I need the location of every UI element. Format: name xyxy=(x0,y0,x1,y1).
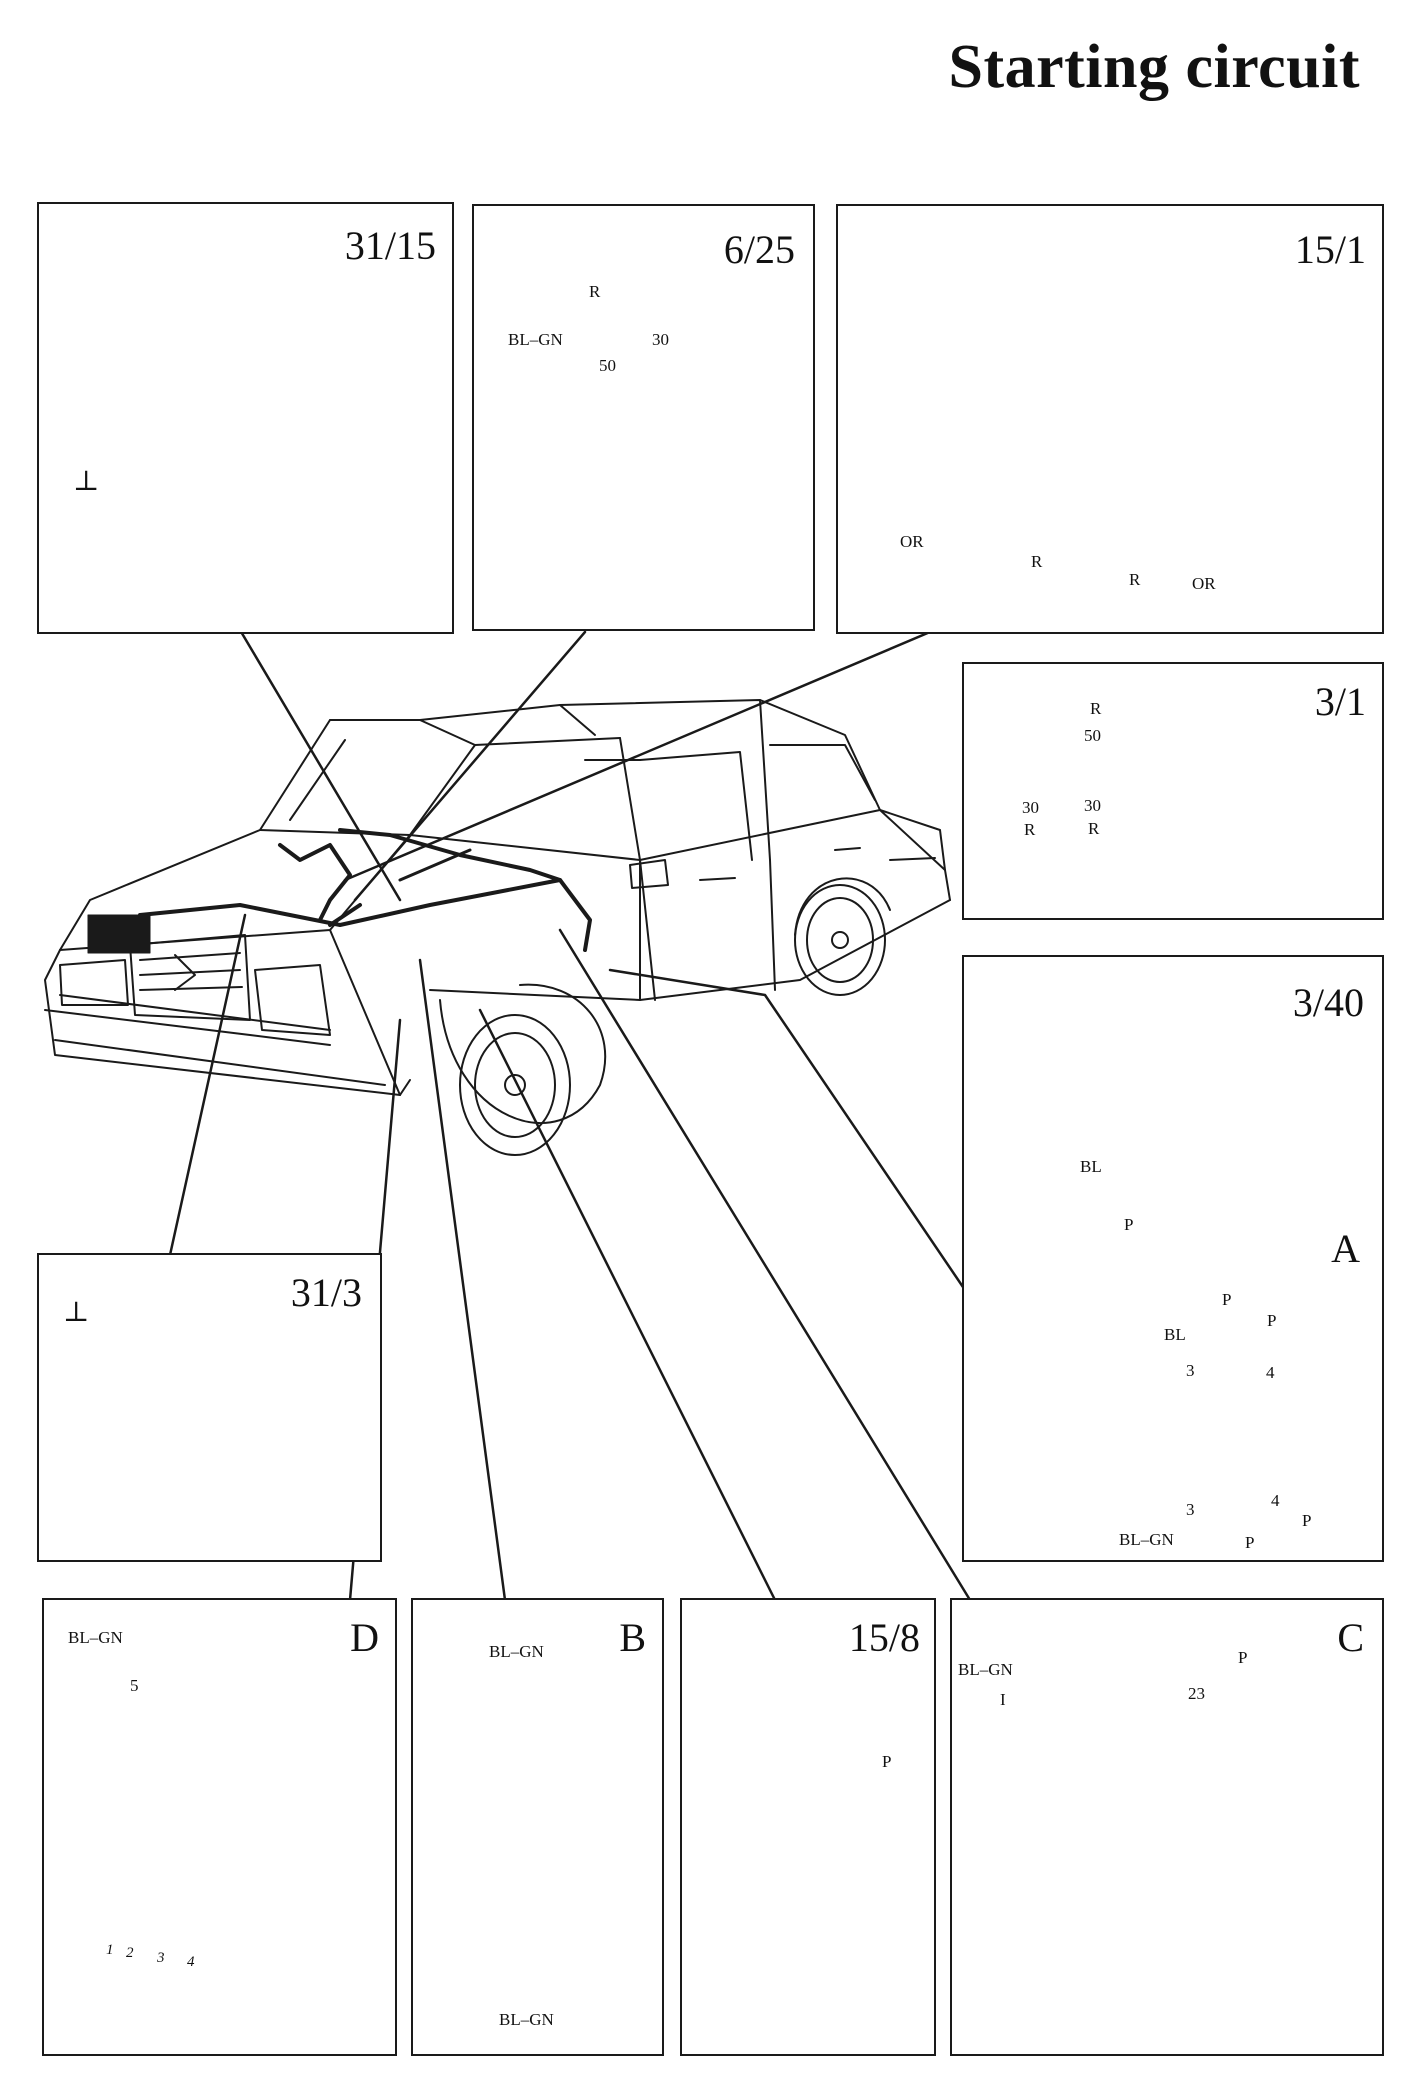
panel-id: 15/1 xyxy=(1294,227,1366,272)
pin-label: 4 xyxy=(1266,1363,1275,1382)
panel-d: D BL–GN 5 1 2 3 4 xyxy=(42,1598,397,2056)
wire-label: BL–GN xyxy=(1119,1530,1174,1549)
pin-label: 4 xyxy=(1271,1491,1280,1510)
wire-label: R xyxy=(1031,552,1043,571)
page-title: Starting circuit xyxy=(948,33,1360,101)
panel-3-1: 3/1 R 50 30 R 30 R xyxy=(962,662,1384,920)
panel-3-40: 3/40 A BL P P P BL 3 4 3 4 P BL–GN P xyxy=(962,955,1384,1562)
terminal-label: 30 xyxy=(1022,798,1039,817)
pin-label: 5 xyxy=(130,1676,139,1695)
wire-label: BL–GN xyxy=(68,1628,123,1647)
wire-label: OR xyxy=(1192,574,1216,593)
panel-c: C BL–GN I P 23 xyxy=(950,1598,1384,2056)
panel-id: 15/8 xyxy=(848,1615,920,1660)
terminal-label: 30 xyxy=(652,330,669,349)
panel-id: 3/40 xyxy=(1292,980,1364,1025)
wire-label: BL–GN xyxy=(958,1660,1013,1679)
panel-id: D xyxy=(350,1615,379,1660)
wire-label: P xyxy=(1238,1648,1248,1667)
wire-label: P xyxy=(1302,1511,1312,1530)
wire-label: P xyxy=(1267,1311,1277,1330)
panel-id: 6/25 xyxy=(723,227,795,272)
pin-label: 3 xyxy=(1186,1361,1195,1380)
wire-label: BL xyxy=(1080,1157,1102,1176)
wire-label: OR xyxy=(900,532,924,551)
panel-id: C xyxy=(1337,1615,1364,1660)
wire-label: R xyxy=(589,282,601,301)
pin-label: I xyxy=(1000,1690,1006,1709)
wire-label: R xyxy=(1129,570,1141,589)
panel-id: 31/3 xyxy=(290,1270,362,1315)
wire-label: P xyxy=(1124,1215,1134,1234)
panel-letter: A xyxy=(1331,1226,1360,1271)
pin-number: 1 xyxy=(106,1942,114,1958)
terminal-label: R xyxy=(1090,699,1102,718)
terminal-label: 50 xyxy=(599,356,616,375)
wire-label: BL–GN xyxy=(508,330,563,349)
pin-number: 2 xyxy=(126,1945,134,1961)
wire-label: BL–GN xyxy=(499,2010,554,2029)
panel-id: B xyxy=(619,1615,646,1660)
terminal-label: 30 xyxy=(1084,796,1101,815)
panel-15-8: 15/8 P xyxy=(680,1598,936,2056)
car-illustration xyxy=(44,699,951,1156)
wire-label: P xyxy=(882,1752,892,1771)
wire-label: P xyxy=(1222,1290,1232,1309)
ground-symbol: ⊥ xyxy=(73,466,100,497)
pin-number: 3 xyxy=(157,1950,165,1966)
pin-label: 23 xyxy=(1188,1684,1205,1703)
ground-symbol: ⊥ xyxy=(63,1297,90,1328)
pin-number: 4 xyxy=(187,1954,195,1970)
panel-b: B BL–GN BL–GN xyxy=(411,1598,664,2056)
panel-id: 3/1 xyxy=(1314,679,1366,724)
battery-block xyxy=(87,914,151,954)
panel-31-3: 31/3 ⊥ xyxy=(37,1253,382,1562)
terminal-label: 50 xyxy=(1084,726,1101,745)
terminal-label: R xyxy=(1024,820,1036,839)
leader-lines xyxy=(168,628,972,1602)
panel-6-25: 6/25 R BL–GN 30 50 xyxy=(472,204,815,631)
panel-31-15: 31/15 ⊥ xyxy=(37,202,454,634)
terminal-label: R xyxy=(1088,819,1100,838)
panel-id: 31/15 xyxy=(344,223,436,268)
wire-label: BL–GN xyxy=(489,1642,544,1661)
panel-15-1: 15/1 OR R R OR xyxy=(836,204,1384,634)
pin-label: 3 xyxy=(1186,1500,1195,1519)
wire-label: P xyxy=(1245,1533,1255,1552)
wire-label: BL xyxy=(1164,1325,1186,1344)
